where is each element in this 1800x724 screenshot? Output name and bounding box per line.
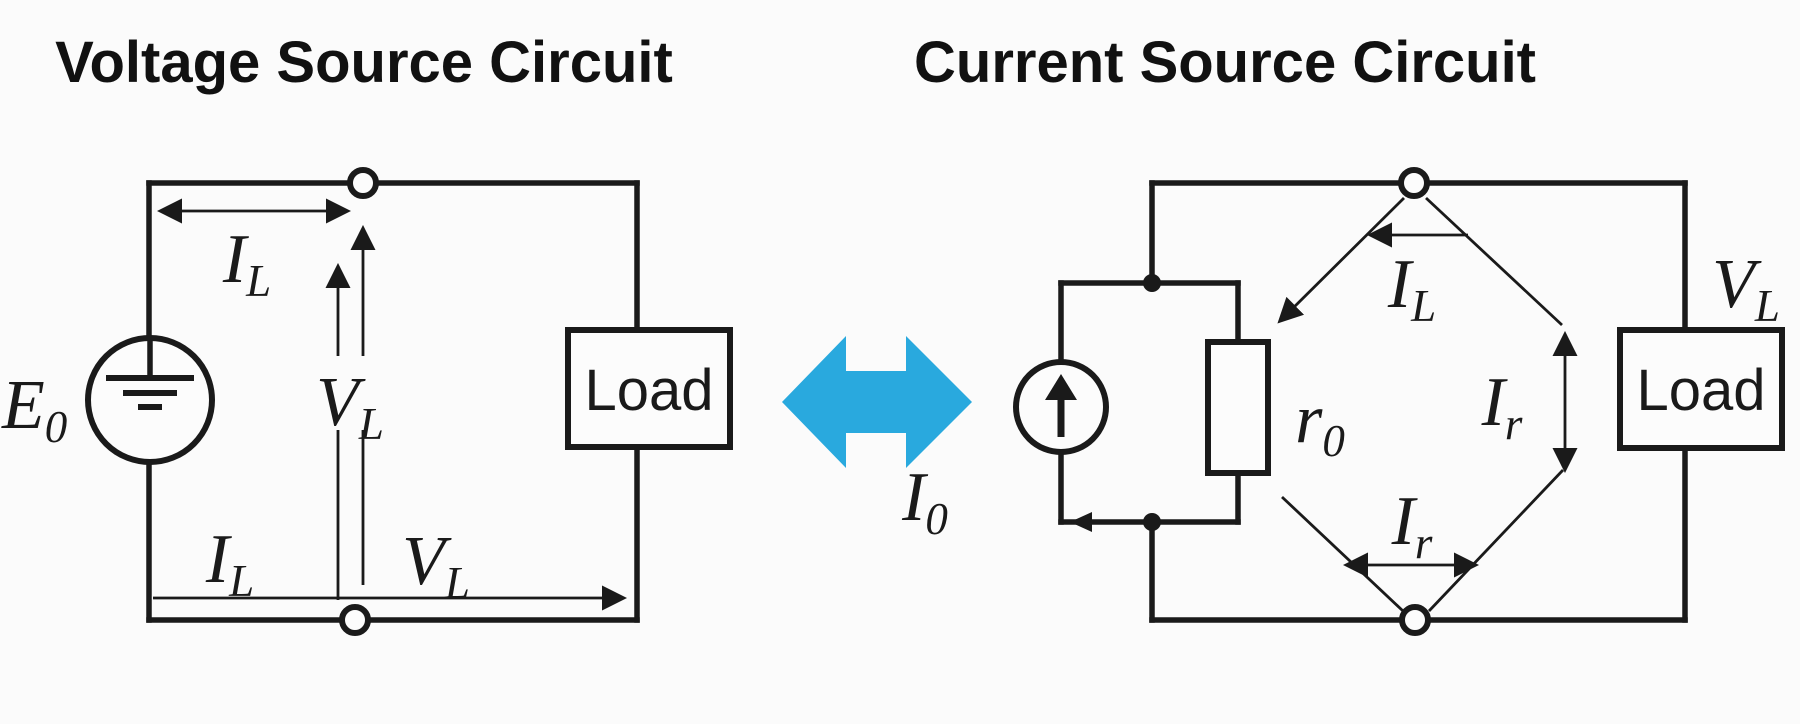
diamond-upper-left-edge-icon [1277, 197, 1405, 324]
i0-label: I0 [901, 459, 948, 544]
vl-bottom-label: VL [402, 523, 470, 608]
vl-right-label: VL [1712, 246, 1780, 331]
vl-mid-label: VL [316, 364, 384, 449]
vl-label-backdrop [308, 356, 394, 430]
il-bottom-label: IL [205, 521, 254, 606]
top-junction-dot-icon [1143, 274, 1161, 292]
current-source-symbol [1013, 359, 1109, 455]
e0-label: E0 [1, 367, 67, 452]
ir-bottom-label: Ir [1391, 483, 1433, 568]
equivalence-double-arrow-icon [782, 336, 972, 468]
diamond-lower-right-edge-icon [1427, 469, 1565, 612]
right-load-box [1617, 327, 1785, 451]
right-load-label: Load [1636, 358, 1765, 423]
ir-right-label: Ir [1481, 364, 1523, 449]
voltage-source-title: Voltage Source Circuit [55, 30, 673, 95]
diamond-upper-right-edge-icon [1425, 196, 1563, 327]
r0-label: r0 [1295, 381, 1345, 466]
left-top-terminal-icon [347, 167, 379, 199]
il-top-label: IL [222, 221, 271, 306]
i0-direction-arrow-icon [1070, 512, 1092, 532]
voltage-source-circuit: E0 Load IL VL IL VL [1, 167, 733, 636]
bottom-junction-dot-icon [1143, 513, 1161, 531]
diamond-lower-left-edge-icon [1281, 495, 1404, 613]
il-diamond-label: IL [1387, 246, 1436, 331]
left-load-box [565, 327, 733, 450]
current-source-circuit: I0 r0 Load IL Ir Ir VL [901, 167, 1785, 636]
internal-resistor-box [1205, 339, 1271, 476]
left-load-label: Load [584, 358, 713, 423]
voltage-source-symbol [85, 335, 215, 465]
right-bottom-terminal-icon [1399, 604, 1431, 636]
ground-bars-icon [106, 375, 194, 410]
left-bottom-terminal-icon [339, 604, 371, 636]
current-arrow-head-icon [1045, 374, 1077, 400]
right-top-terminal-icon [1398, 167, 1430, 199]
current-source-title: Current Source Circuit [914, 30, 1536, 95]
